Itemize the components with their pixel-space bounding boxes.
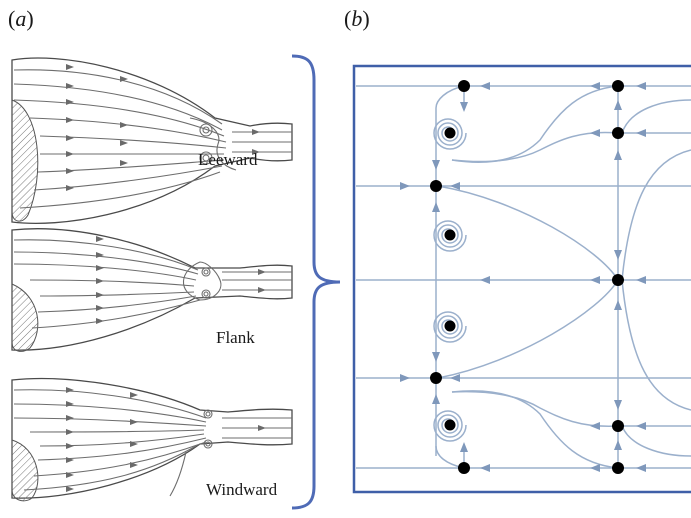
caption-leeward: Leeward bbox=[198, 150, 258, 169]
panel-label-a: (a) bbox=[8, 6, 34, 31]
sketch-flank bbox=[11, 228, 293, 352]
sketch-leeward bbox=[11, 57, 293, 224]
panel-label-b: (b) bbox=[344, 6, 370, 31]
flow-arrows bbox=[400, 82, 646, 472]
topology-map bbox=[352, 64, 691, 494]
critical-points bbox=[430, 80, 624, 474]
caption-windward: Windward bbox=[206, 480, 278, 499]
spiral-focus bbox=[433, 118, 467, 442]
sketch-windward bbox=[11, 377, 293, 502]
map-frame bbox=[352, 64, 691, 494]
caption-flank: Flank bbox=[216, 328, 255, 347]
brace-connector bbox=[291, 54, 341, 510]
